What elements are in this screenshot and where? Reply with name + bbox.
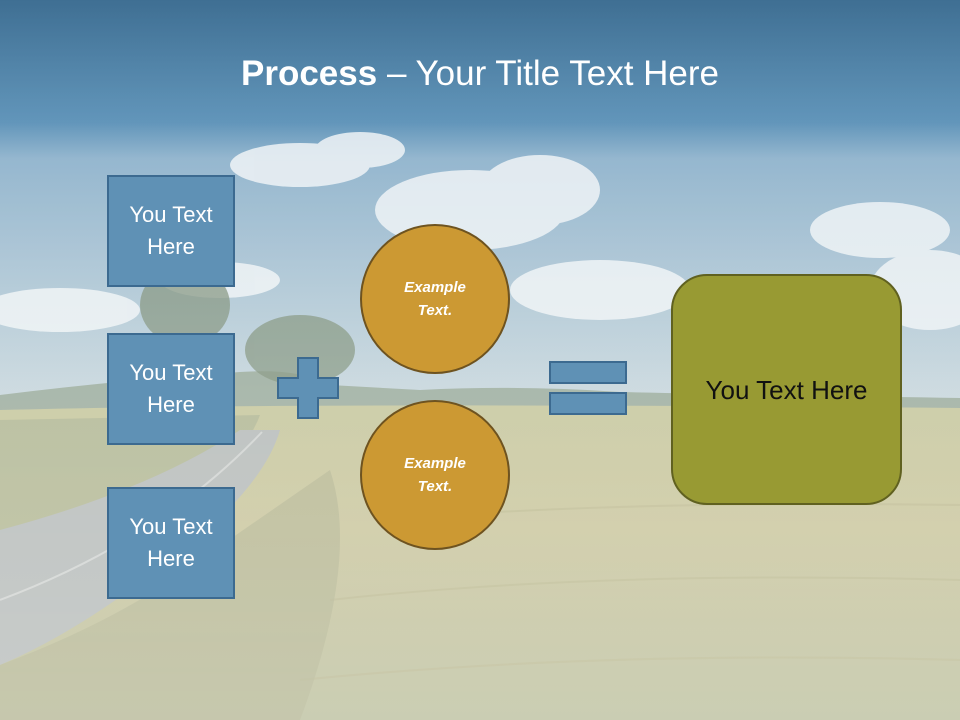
plus-icon — [277, 357, 339, 419]
input-box-1: You Text Here — [107, 175, 235, 287]
example-circle-2-text: Example Text. — [404, 455, 466, 495]
result-box: You Text Here — [671, 274, 902, 505]
example-circle-1-text: Example Text. — [404, 279, 466, 319]
input-box-3-text: You Text Here — [129, 514, 213, 571]
input-box-2-text: You Text Here — [129, 360, 213, 417]
input-box-3: You Text Here — [107, 487, 235, 599]
title-rest-part: – Your Title Text Here — [377, 54, 719, 93]
title-bold-part: Process — [241, 54, 378, 93]
input-box-1-text: You Text Here — [129, 202, 213, 259]
example-circle-1: Example Text. — [360, 224, 510, 374]
example-circle-2: Example Text. — [360, 400, 510, 550]
result-box-text: You Text Here — [705, 374, 868, 405]
slide-title: Process – Your Title Text Here — [0, 52, 960, 96]
equals-icon — [549, 361, 627, 415]
input-box-2: You Text Here — [107, 333, 235, 445]
